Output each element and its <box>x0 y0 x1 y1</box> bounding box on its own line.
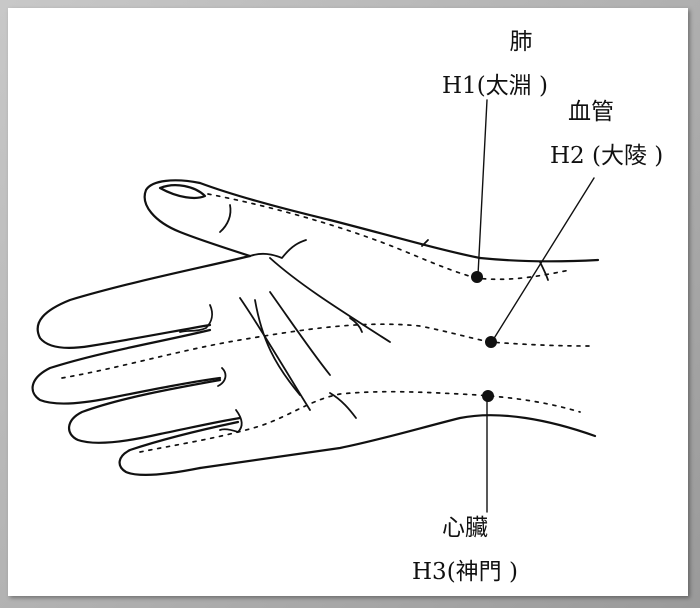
palm-lower-edge <box>198 414 597 470</box>
h2-code-text: H2 (大陵 ) <box>550 143 664 169</box>
acupoints <box>471 271 497 402</box>
thumb-outline <box>143 179 482 260</box>
index-finger-outline <box>36 254 252 349</box>
hand-outline <box>31 179 600 477</box>
h1-leader <box>477 99 488 276</box>
middle-finger-outline <box>31 328 222 405</box>
diagram-frame <box>8 8 688 596</box>
heart-meridian-line <box>139 390 581 453</box>
h3-organ-text: 心臟 <box>442 515 488 541</box>
h1-code-text: H1(太淵 ) <box>442 73 548 99</box>
h1-point <box>471 271 483 283</box>
little-finger-outline <box>118 420 240 477</box>
meridian-lines <box>61 193 591 453</box>
thumb-crease <box>219 204 232 233</box>
h3-code-text: H3(神門 ) <box>412 559 518 585</box>
pericardium-meridian-line <box>61 323 591 379</box>
h3-point <box>482 390 494 402</box>
ring-finger-outline <box>68 378 242 444</box>
leader-lines <box>477 99 595 513</box>
palm-lines <box>179 239 549 433</box>
thumbnail <box>158 184 207 199</box>
h1-label: 肺 H1(太淵 ) <box>442 22 548 100</box>
h3-label: 心臟 H3(神門 ) <box>412 508 518 586</box>
h1-organ-text: 肺 <box>509 29 533 55</box>
wrist-upper-edge <box>478 256 600 263</box>
lung-meridian-line <box>207 193 571 281</box>
h2-label: 血管 H2 (大陵 ) <box>550 92 663 170</box>
h2-leader <box>492 177 595 341</box>
h2-point <box>485 336 497 348</box>
h2-organ-text: 血管 <box>568 99 614 125</box>
